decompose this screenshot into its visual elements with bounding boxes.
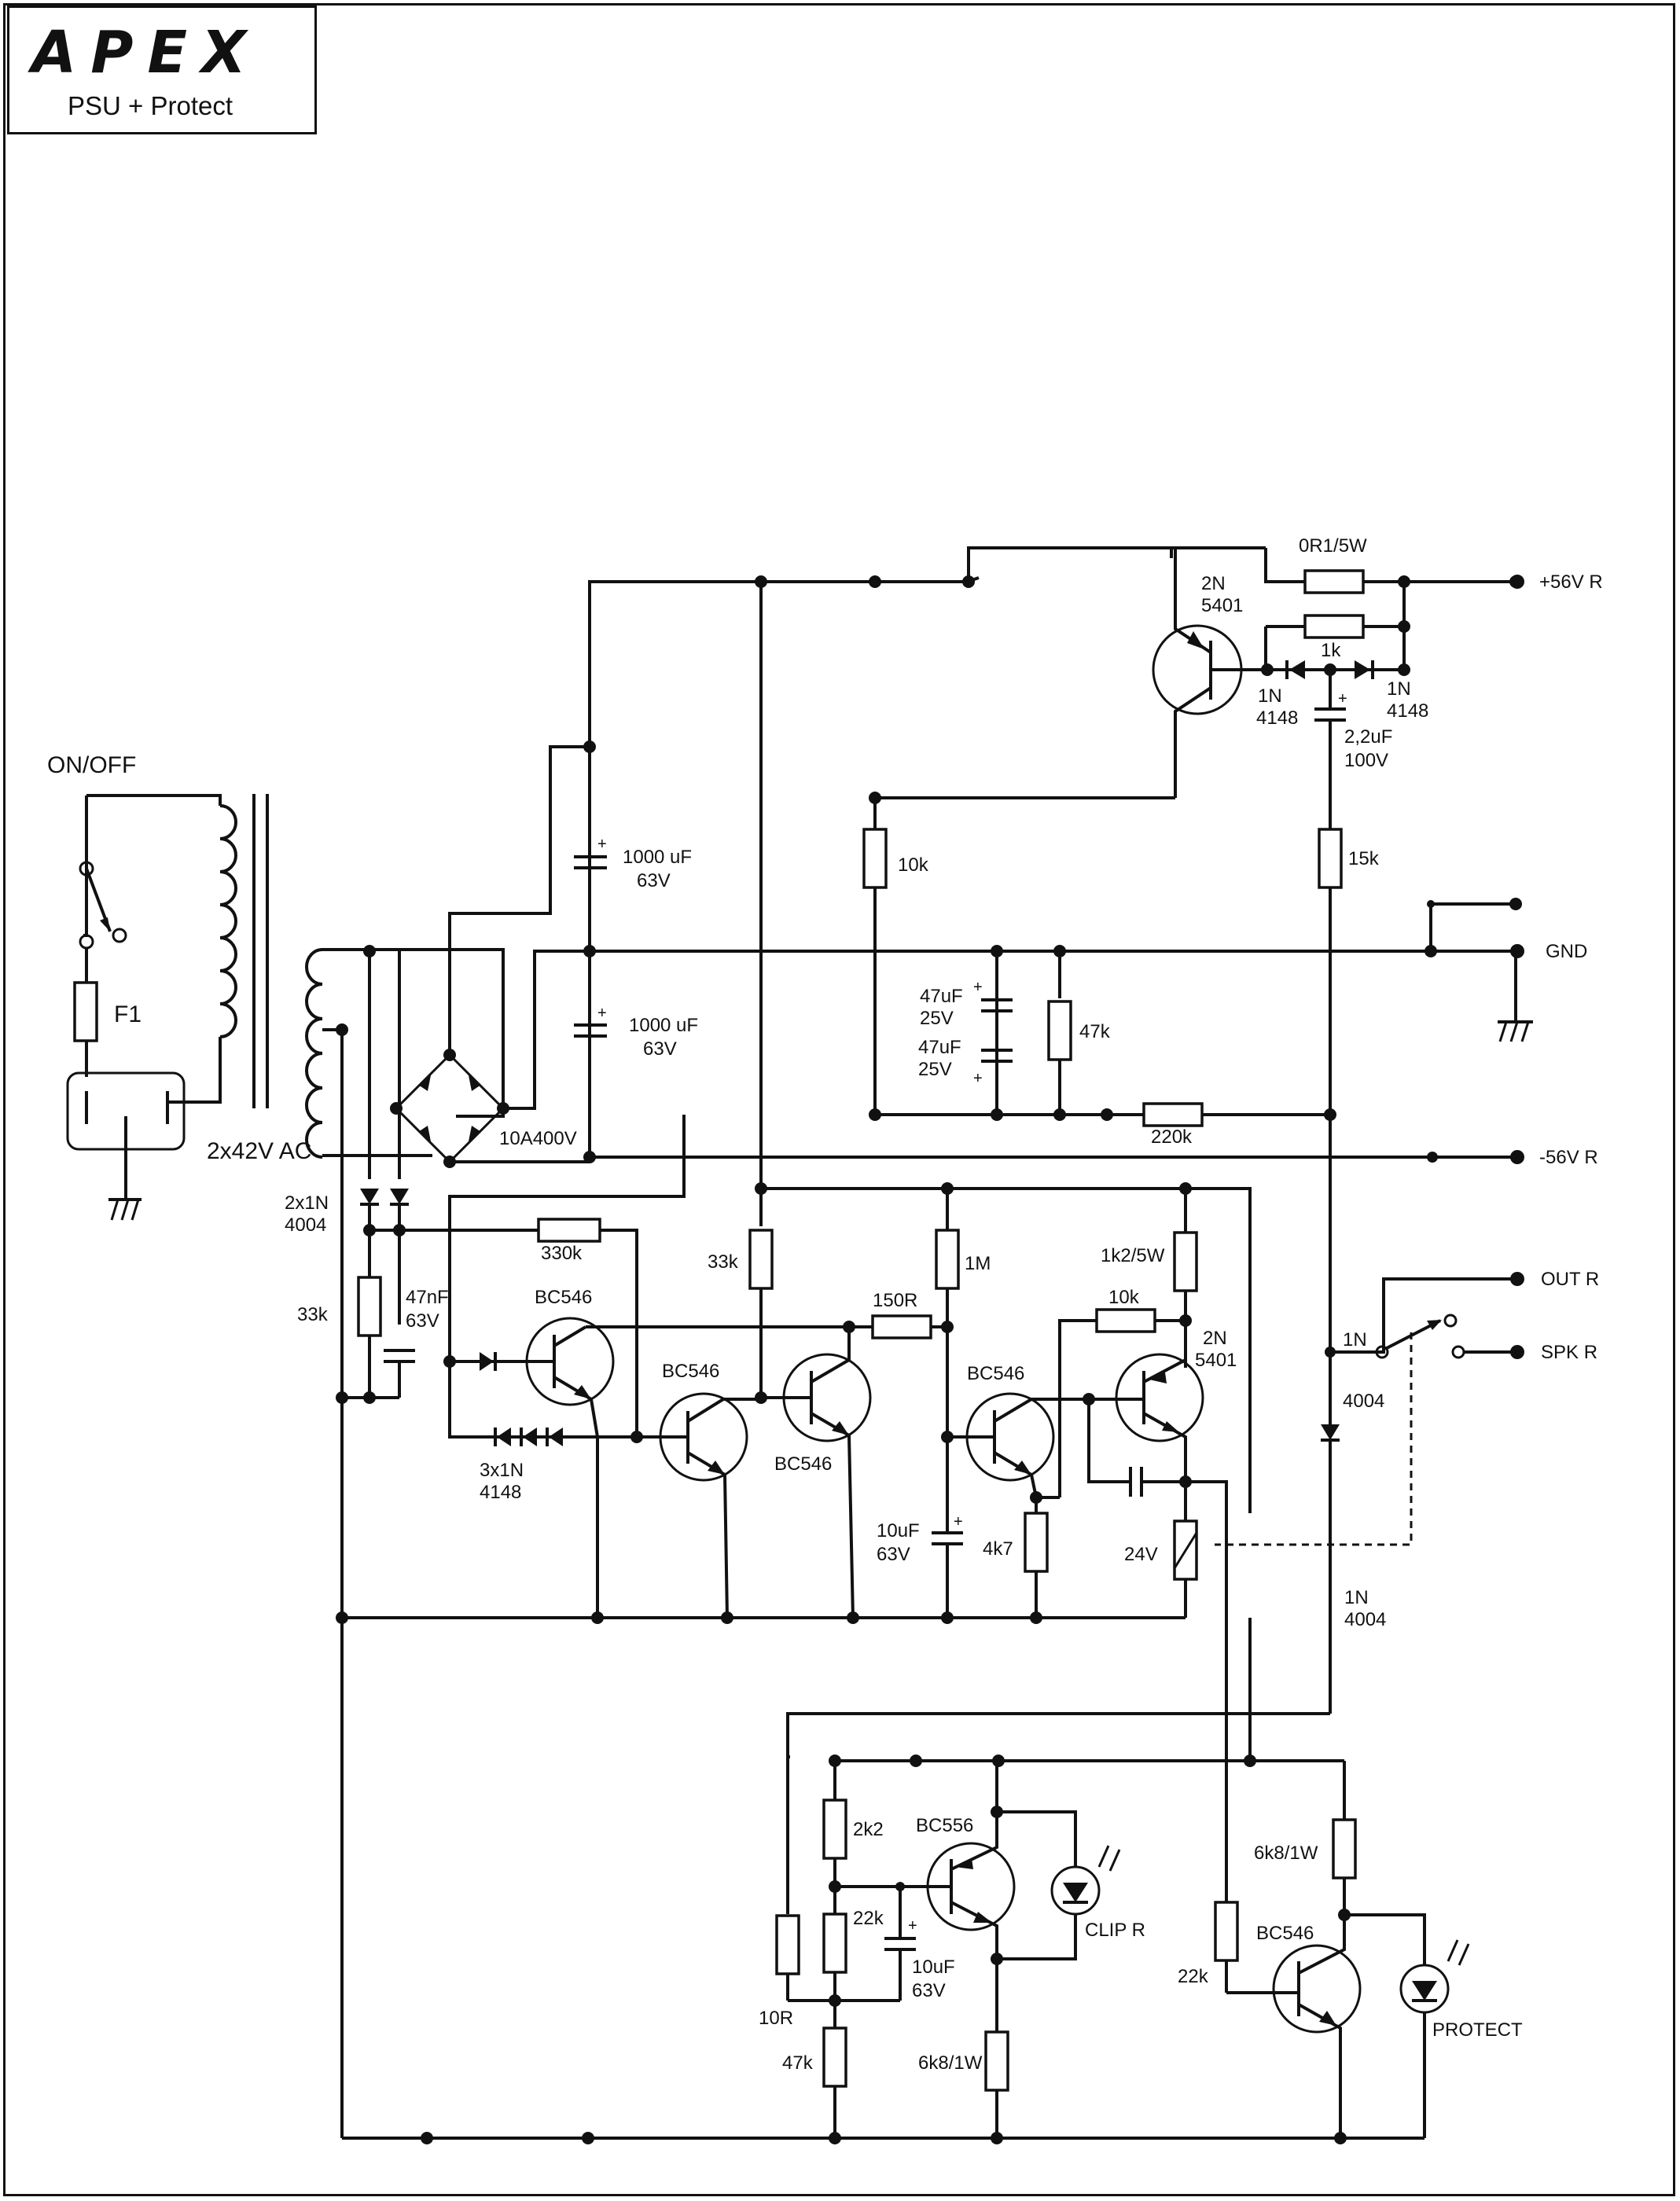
svg-text:+: + xyxy=(1338,690,1347,707)
q3-label: BC546 xyxy=(774,1453,832,1475)
protect-q-label: BC546 xyxy=(1256,1923,1314,1944)
r10k-supply-label: 10k xyxy=(898,854,929,876)
gnd-section: + + 47uF 25V 47uF 25V 47k 220k xyxy=(869,898,1533,1148)
cap47nf-value: 47nF xyxy=(406,1287,449,1308)
clip-r10r-label: 10R xyxy=(759,2008,793,2029)
schematic-subtitle: PSU + Protect xyxy=(68,91,233,120)
cap-b-voltage: 25V xyxy=(918,1059,952,1080)
q5-label-1: 2N xyxy=(1203,1328,1227,1349)
r330k-label: 330k xyxy=(541,1243,583,1264)
d3x-label-2: 4148 xyxy=(480,1482,521,1503)
svg-text:+: + xyxy=(597,836,607,853)
terminal-gnd: GND xyxy=(1546,941,1587,962)
supply-rails: + + 1000 uF 63V 1000 uF 63V xyxy=(336,546,1517,2138)
svg-text:+: + xyxy=(908,1917,917,1935)
r15k-label: 15k xyxy=(1348,848,1380,869)
cap-a-value: 47uF xyxy=(920,986,963,1007)
cap2-voltage: 63V xyxy=(643,1038,677,1060)
protect-r6k8-label: 6k8/1W xyxy=(1254,1843,1318,1864)
reg-cap-voltage: 100V xyxy=(1344,750,1388,771)
reg-shunt-label: 0R1/5W xyxy=(1299,535,1367,557)
r150r-label: 150R xyxy=(873,1290,917,1311)
input-diodes-1: 2x1N xyxy=(285,1192,329,1214)
cap10uf-value: 10uF xyxy=(877,1520,920,1541)
d3x-label-1: 3x1N xyxy=(480,1460,524,1481)
bridge-rectifier: 10A400V xyxy=(390,745,590,1168)
lower-diode-1: 1N xyxy=(1344,1587,1369,1608)
protect-led-label: PROTECT xyxy=(1432,2019,1523,2041)
reg-dright-1: 1N xyxy=(1387,678,1411,700)
cap47nf-voltage: 63V xyxy=(406,1310,439,1332)
q1-label: BC546 xyxy=(535,1287,592,1308)
clip-r2k2-label: 2k2 xyxy=(853,1819,884,1840)
relay-diode-2: 4004 xyxy=(1343,1391,1384,1412)
cap-a-voltage: 25V xyxy=(920,1008,954,1029)
relay-diode-1: 1N xyxy=(1343,1329,1367,1350)
terminal-plus56: +56V R xyxy=(1539,571,1603,593)
clip-led-label: CLIP R xyxy=(1085,1920,1145,1941)
cap1-value: 1000 uF xyxy=(623,847,692,868)
cap2-value: 1000 uF xyxy=(629,1015,698,1036)
reg-dleft-1: 1N xyxy=(1258,685,1282,707)
regulator-section: + 2N 5401 0R1/5W 1k 1N 4148 1N 4148 2,2u… xyxy=(862,535,1522,1305)
input-diodes-2: 4004 xyxy=(285,1214,326,1236)
terminal-out: OUT R xyxy=(1541,1269,1599,1290)
cap-b-value: 47uF xyxy=(918,1037,961,1058)
cap1-voltage: 63V xyxy=(637,870,671,891)
reg-dright-2: 4148 xyxy=(1387,700,1428,722)
r1k2-label: 1k2/5W xyxy=(1101,1245,1165,1266)
secondary-voltage-label: 2x42V AC xyxy=(207,1138,311,1164)
reg-dleft-2: 4148 xyxy=(1256,707,1298,729)
r220k-label: 220k xyxy=(1151,1126,1193,1148)
clip-cap-voltage: 63V xyxy=(912,1980,946,2001)
reg-cap-value: 2,2uF xyxy=(1344,726,1392,748)
clip-q-label: BC556 xyxy=(916,1815,973,1836)
clip-r6k8-label: 6k8/1W xyxy=(918,2052,983,2074)
bridge-label: 10A400V xyxy=(499,1128,577,1149)
drawing-frame xyxy=(3,3,1675,2196)
q2-label: BC546 xyxy=(662,1361,719,1382)
clip-cap-value: 10uF xyxy=(912,1957,955,1978)
svg-text:+: + xyxy=(973,979,983,996)
clip-r22k-label: 22k xyxy=(853,1908,884,1929)
clip-r47k-label: 47k xyxy=(782,2052,814,2074)
protect-r22k-label: 22k xyxy=(1178,1966,1209,1987)
output-terminals: +56V R GND -56V R OUT R SPK R 1N 4004 1N… xyxy=(1215,571,1603,1714)
r10k-protect-label: 10k xyxy=(1108,1287,1140,1308)
svg-text:+: + xyxy=(973,1070,983,1087)
q5-label-2: 5401 xyxy=(1195,1350,1237,1371)
fuse-label: F1 xyxy=(114,1001,142,1027)
q4-label: BC546 xyxy=(967,1363,1024,1384)
switch-label: ON/OFF xyxy=(47,752,136,778)
r33k-mid-label: 33k xyxy=(708,1251,739,1273)
title-block: APEX PSU + Protect xyxy=(7,6,317,134)
lower-diode-2: 4004 xyxy=(1344,1609,1386,1630)
r33k-left-label: 33k xyxy=(297,1304,329,1325)
r4k7-label: 4k7 xyxy=(983,1538,1013,1560)
mains-section: ON/OFF F1 2x42V AC xyxy=(47,752,505,1221)
reg-q-label-2: 5401 xyxy=(1201,595,1243,616)
protect-section: 330k 2x1N 4004 33k 47nF 63V BC546 xyxy=(285,1115,1252,1973)
clip-indicator-section: 10R 2k2 22k 47k + 10uF 63V xyxy=(759,1618,1344,2138)
brand-logo: APEX xyxy=(31,19,261,86)
cap10uf-voltage: 63V xyxy=(877,1544,910,1565)
terminal-minus56: -56V R xyxy=(1539,1147,1598,1168)
reg-q-label-1: 2N xyxy=(1201,573,1226,594)
reg-r1k-label: 1k xyxy=(1321,640,1341,661)
protect-led-section: 6k8/1W PROTECT BC546 22k xyxy=(1178,1761,1523,2138)
r47k-supply-label: 47k xyxy=(1079,1021,1111,1042)
svg-text:+: + xyxy=(954,1513,963,1530)
relay-coil-label: 24V xyxy=(1124,1544,1158,1565)
svg-text:+: + xyxy=(597,1005,607,1022)
terminal-spk: SPK R xyxy=(1541,1342,1597,1363)
bottom-rail xyxy=(342,2132,1425,2144)
r1m-label: 1M xyxy=(965,1253,991,1274)
